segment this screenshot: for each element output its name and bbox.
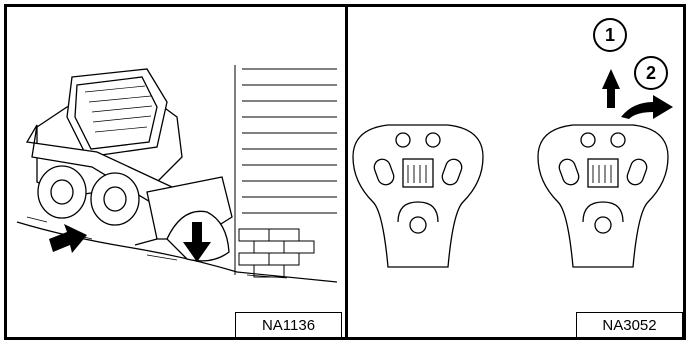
up-arrow-icon — [602, 69, 620, 108]
callout-2: 2 — [634, 56, 668, 90]
figure-id-label: NA3052 — [576, 312, 683, 338]
wall — [235, 65, 337, 277]
callout-1: 1 — [593, 18, 627, 52]
figure-id-label: NA1136 — [235, 312, 342, 338]
left-panel: NA1136 — [7, 7, 345, 337]
push-arrow-icon — [49, 224, 87, 253]
loader-illustration — [7, 7, 345, 337]
controls-illustration — [348, 7, 683, 337]
left-handle — [353, 125, 483, 267]
curved-arrow-right-icon — [621, 95, 673, 119]
right-handle — [538, 125, 668, 267]
right-panel: 1 2 NA3052 — [348, 7, 683, 337]
